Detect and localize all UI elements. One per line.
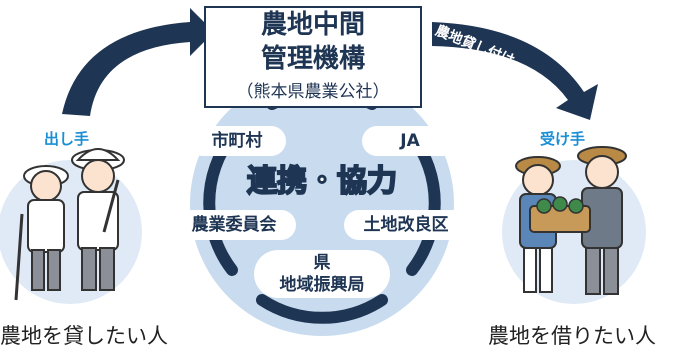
partner-land-improvement-district: 土地改良区 [344,210,468,240]
borrower-caption: 農地を借りたい人 [488,324,656,348]
lease-out-arrow [432,22,598,120]
organization-title-line2: 管理機構 [260,44,365,74]
borrower-role-label: 受け手 [540,130,586,148]
partner-agricultural-committee: 農業委員会 [172,210,296,240]
partner-prefecture-line1: 県 [313,253,331,273]
lender-role-label: 出し手 [44,130,90,148]
collaboration-label: 連携・協力 [246,163,398,200]
ring-bottom-segment [256,294,388,324]
partner-municipality: 市町村 [188,126,286,156]
organization-title-line1: 農地中間 [260,10,365,40]
partner-prefecture-office: 県 地域振興局 [254,250,390,298]
partner-ja: JA [362,126,458,156]
lender-caption: 農地を貸したい人 [0,324,168,348]
organization-subtitle: （熊本県農業公社） [236,82,390,102]
organization-box: 農地中間 管理機構 （熊本県農業公社） [204,6,422,108]
lender-illustration [14,148,125,301]
lease-in-arrow [62,8,214,116]
partner-prefecture-line2: 地域振興局 [279,275,365,295]
borrower-illustration [515,146,627,295]
